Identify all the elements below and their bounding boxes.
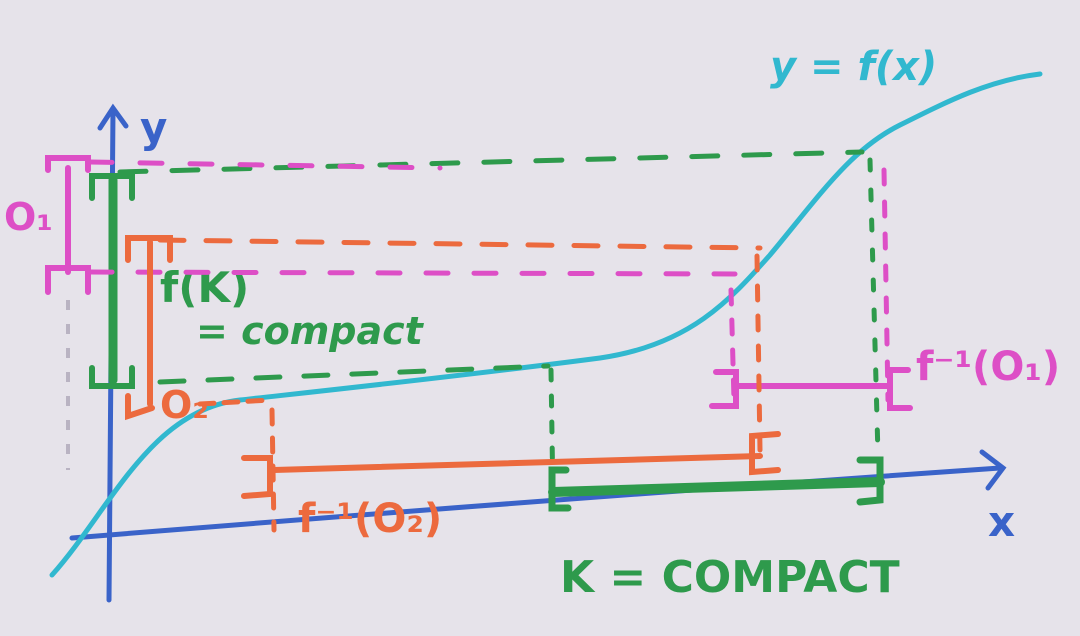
- curve-label: y = f(x): [770, 44, 937, 90]
- o1-label: O₁: [4, 195, 53, 239]
- o1-right-drop-line: [881, 167, 891, 403]
- magenta-construction: [45, 155, 913, 411]
- preimage-o2-interval-bar: [271, 453, 763, 473]
- o2-top-dashed-line: [157, 237, 763, 251]
- k-right-bracket: [856, 456, 884, 506]
- preimage-o1-left-bracket: [709, 369, 739, 409]
- k-interval-bar: [548, 477, 885, 497]
- green-top-dashed-line: [117, 149, 865, 175]
- preimage-o2-right-bracket: [749, 431, 781, 476]
- k-compact-label: K = COMPACT: [560, 552, 900, 603]
- preimage-o2-label: f⁻¹(O₂): [298, 496, 442, 542]
- axes: [69, 103, 1007, 603]
- o2-bottom-dashed-line: [197, 397, 273, 407]
- y-axis-label: y: [140, 103, 167, 152]
- o2-top-bracket: [125, 235, 173, 263]
- o1-bottom-bracket: [45, 265, 91, 295]
- function-curve: [49, 71, 1043, 578]
- orange-construction: [125, 235, 781, 533]
- o2-bottom-bracket: [125, 393, 155, 421]
- f-of-k-compact-label: = compact: [196, 309, 425, 353]
- f-of-k-top-bracket: [89, 173, 135, 201]
- preimage-o1-right-bracket: [887, 367, 913, 411]
- green-right-drop-line: [867, 157, 881, 458]
- x-axis-label: x: [988, 497, 1015, 546]
- f-of-k-bottom-bracket: [89, 365, 135, 389]
- y-axis-arrowhead: [97, 103, 129, 131]
- o1-bottom-dashed-line: [87, 269, 738, 277]
- o2-right-drop-line: [754, 253, 763, 453]
- k-left-bracket: [548, 466, 572, 512]
- x-axis-arrowhead: [979, 449, 1007, 491]
- green-mid-dashed-line: [157, 363, 551, 385]
- preimage-o2-left-bracket: [241, 455, 273, 499]
- o2-label: O₂: [160, 383, 209, 427]
- green-construction: [89, 149, 885, 512]
- o1-top-dashed-line: [87, 159, 443, 171]
- o1-top-bracket: [45, 155, 91, 173]
- preimage-o1-label: f⁻¹(O₁): [916, 344, 1060, 390]
